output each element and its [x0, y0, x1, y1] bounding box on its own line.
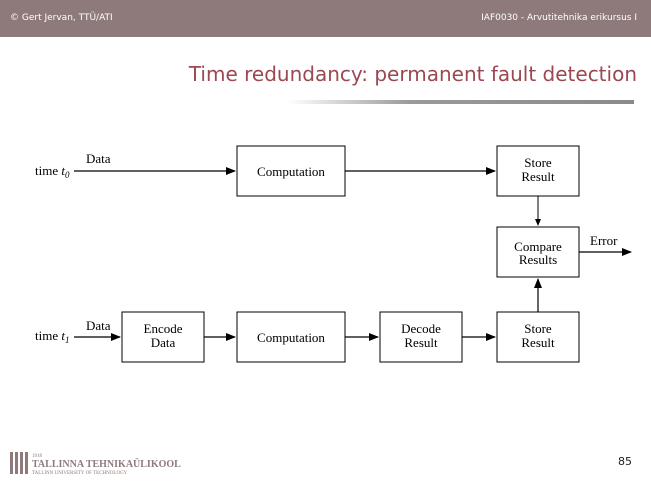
computation-label-bottom: Computation — [257, 330, 325, 345]
logo-university-name-en: TALLINN UNIVERSITY OF TECHNOLOGY — [32, 471, 128, 476]
computation-label-top: Computation — [257, 164, 325, 179]
time-t1-label: time t1 — [35, 328, 69, 345]
author-credit: © Gert Jervan, TTÜ/ATI — [10, 13, 113, 23]
store-label-top-1: Store — [524, 155, 552, 170]
compare-label-2: Results — [519, 252, 557, 267]
computation-box-top — [236, 145, 346, 197]
slide-title: Time redundancy: permanent fault detecti… — [188, 62, 637, 86]
decode-result-box — [379, 311, 463, 363]
course-name: IAF0030 - Arvutitehnika erikursus I — [481, 13, 637, 23]
data-label-bottom: Data — [86, 318, 111, 333]
data-label-top: Data — [86, 151, 111, 166]
decode-label-2: Result — [404, 335, 438, 350]
university-logo: 1918 TALLINNA TEHNIKAÜLIKOOL TALLINN UNI… — [10, 452, 181, 476]
store-label-bottom-2: Result — [521, 335, 555, 350]
store-result-box-bottom — [496, 311, 580, 363]
logo-university-name: TALLINNA TEHNIKAÜLIKOOL — [32, 457, 181, 470]
title-underline — [288, 100, 634, 104]
encode-label-2: Data — [151, 335, 176, 350]
encode-label-1: Encode — [144, 321, 183, 336]
page-number: 85 — [618, 455, 632, 468]
compare-results-box — [496, 226, 580, 278]
compare-label-1: Compare — [514, 239, 562, 254]
store-label-bottom-1: Store — [524, 321, 552, 336]
logo-year: 1918 — [32, 454, 43, 459]
header-bar: © Gert Jervan, TTÜ/ATI IAF0030 - Arvutit… — [0, 0, 651, 37]
logo-bars-icon — [10, 452, 28, 474]
time-t0-label: time t0 — [35, 163, 70, 180]
store-label-top-2: Result — [521, 169, 555, 184]
error-label: Error — [590, 233, 618, 248]
encode-data-box — [121, 311, 205, 363]
decode-label-1: Decode — [401, 321, 441, 336]
